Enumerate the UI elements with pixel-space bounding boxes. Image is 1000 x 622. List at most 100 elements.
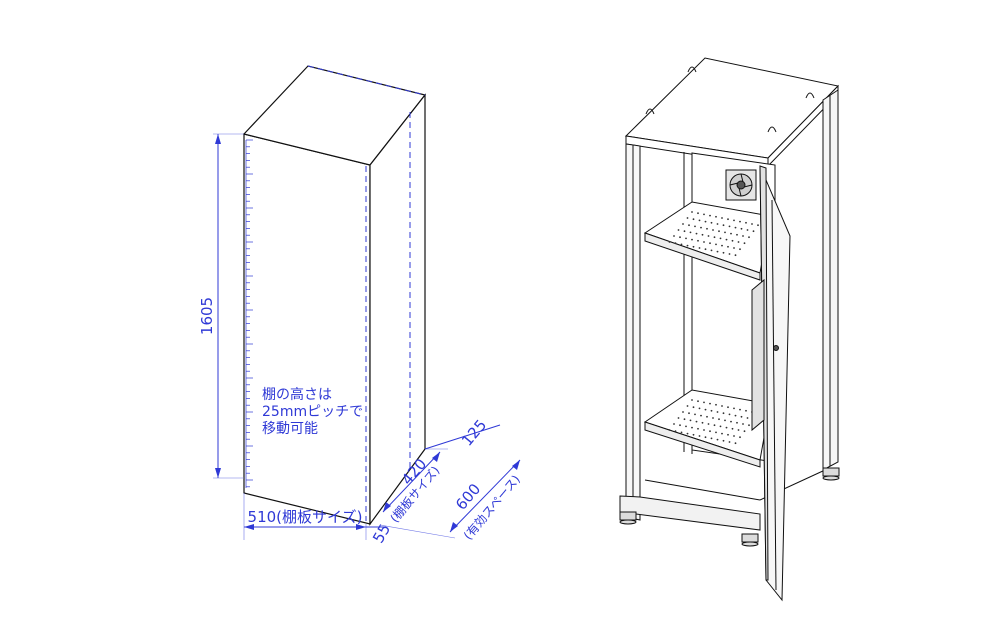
vent-hole [724, 231, 726, 234]
vent-hole [703, 213, 705, 216]
vent-hole [733, 219, 735, 222]
vent-hole [688, 224, 690, 227]
vent-hole [686, 405, 689, 407]
vent-hole [701, 421, 704, 424]
vent-hole [709, 402, 711, 405]
vent-hole [742, 235, 744, 237]
width-label: 510(棚板サイズ) [248, 508, 363, 526]
vent-hole [748, 424, 750, 427]
vent-hole [727, 433, 729, 436]
vent-hole [679, 236, 681, 239]
vent-hole [734, 226, 737, 229]
vent-hole [674, 430, 677, 433]
vent-hole [739, 408, 741, 411]
vent-hole [695, 232, 698, 235]
vent-hole [727, 406, 729, 409]
vent-hole [725, 426, 728, 429]
vent-hole [704, 436, 707, 439]
vent-hole [722, 412, 725, 415]
vent-hole [716, 250, 719, 253]
width-arrow-right [356, 524, 366, 530]
vent-hole [737, 241, 740, 243]
vent-hole [682, 223, 684, 225]
vent-hole [733, 407, 735, 410]
vent-hole [683, 230, 686, 233]
vent-hole [677, 417, 680, 419]
vent-hole [700, 414, 702, 417]
vent-hole [679, 424, 681, 427]
leveling-feet [619, 467, 840, 547]
vent-hole [680, 243, 683, 246]
vent-hole [718, 230, 720, 233]
vent-hole [685, 425, 687, 428]
vent-hole [725, 238, 728, 241]
vent-hole [707, 423, 710, 425]
effective-depth-value: 600 [452, 480, 484, 514]
vent-hole [737, 429, 740, 431]
vent-hole [697, 400, 699, 403]
vent-hole [692, 218, 695, 221]
vent-hole [719, 237, 722, 240]
vent-hole [719, 425, 722, 428]
vent-hole [694, 225, 696, 228]
vent-hole [730, 420, 732, 423]
shelf-note-line-1: 棚の高さは [262, 386, 332, 403]
vent-hole [731, 239, 734, 242]
vent-hole [734, 254, 737, 257]
vent-hole [709, 242, 711, 245]
rack-cabinet-illustration [619, 57, 840, 602]
fan-unit [725, 169, 757, 201]
vent-hole [722, 439, 725, 442]
vent-hole [691, 211, 693, 213]
vent-hole [691, 238, 693, 241]
shelf-note-line-3: 移動可能 [262, 421, 318, 437]
vent-hole [727, 245, 729, 248]
vent-hole [722, 224, 725, 227]
vent-hole [721, 217, 723, 219]
vent-hole [730, 232, 732, 235]
vent-hole [739, 220, 741, 223]
vent-hole [710, 221, 713, 224]
vent-hole [710, 437, 713, 440]
vent-hole [728, 441, 731, 443]
vent-hole [715, 215, 717, 218]
vent-hole [715, 403, 717, 406]
lower-shelf-vents [668, 399, 759, 445]
vent-hole [688, 412, 690, 415]
vent-hole [733, 247, 735, 249]
vent-hole [757, 224, 759, 227]
vent-hole [686, 432, 689, 435]
vent-hole [716, 411, 719, 413]
vent-hole [698, 247, 701, 249]
vent-hole [724, 419, 726, 422]
shelf-depth-arrow-a [383, 502, 391, 512]
vent-hole [709, 430, 711, 433]
vent-hole [694, 413, 696, 416]
vent-hole [716, 438, 719, 441]
height-label: 1605 [198, 297, 216, 335]
vent-hole [728, 253, 731, 255]
vent-hole [713, 236, 716, 239]
pitch-ruler [245, 139, 253, 488]
vent-hole [685, 237, 687, 240]
vent-hole [740, 227, 743, 230]
shelf-note-line-2: 25mmピッチで [262, 404, 363, 420]
vent-hole [739, 436, 741, 439]
eye-bolts [645, 66, 815, 133]
vent-hole [752, 230, 755, 233]
shelf-depth-arrow-b [432, 452, 440, 462]
vent-hole [713, 424, 716, 427]
vent-hole [712, 229, 714, 231]
vent-hole [716, 223, 719, 225]
vent-hole [697, 212, 699, 215]
vent-hole [695, 420, 698, 423]
vent-hole [746, 229, 749, 231]
vent-hole [721, 244, 723, 247]
vent-hole [704, 220, 707, 223]
vent-hole [734, 442, 737, 445]
vent-hole [718, 418, 720, 421]
vent-hole [704, 248, 707, 251]
vent-hole [727, 218, 729, 221]
rear-offset-label: 125 [458, 416, 490, 450]
door-bracket [751, 278, 765, 432]
